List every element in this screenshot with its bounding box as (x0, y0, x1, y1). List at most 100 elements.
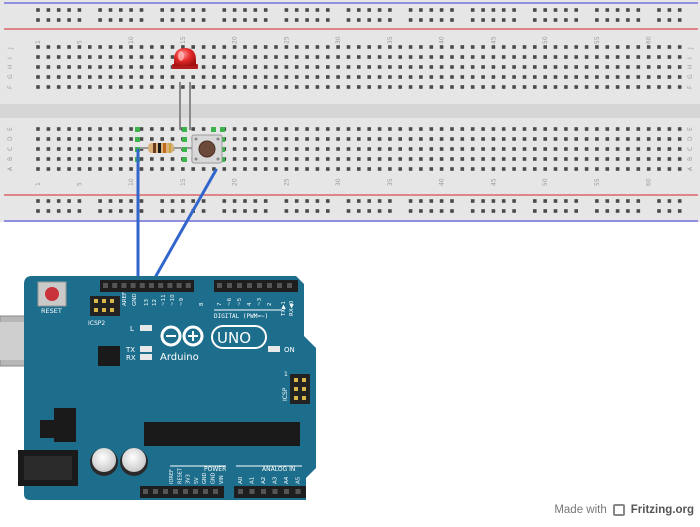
breadboard-hole (274, 75, 278, 79)
breadboard-hole (481, 85, 485, 89)
usb-chip (98, 346, 120, 366)
breadboard-hole (564, 157, 568, 161)
breadboard-hole (263, 147, 268, 151)
breadboard-hole (129, 157, 133, 161)
breadboard-hole (553, 157, 558, 161)
breadboard-hole (243, 147, 247, 151)
breadboard-hole (605, 8, 610, 12)
breadboard-hole (88, 147, 92, 151)
breadboard-hole (326, 55, 330, 59)
breadboard-hole (450, 147, 454, 151)
breadboard-hole (450, 199, 454, 203)
breadboard-hole (222, 45, 227, 49)
breadboard-hole (481, 157, 485, 161)
digital-pin-label: ~5 (237, 297, 243, 306)
breadboard-hole (512, 8, 516, 12)
breadboard-hole (98, 157, 102, 161)
breadboard-hole (160, 18, 164, 22)
row-letter: B (7, 157, 14, 161)
breadboard-hole (170, 75, 175, 79)
breadboard-hole (201, 65, 206, 69)
breadboard-hole (626, 127, 630, 131)
breadboard-hole (88, 167, 92, 171)
breadboard-hole (253, 209, 258, 213)
breadboard-hole (129, 75, 133, 79)
breadboard-hole (460, 147, 465, 151)
breadboard-hole (667, 85, 672, 89)
breadboard-hole (88, 45, 92, 49)
breadboard-hole (77, 65, 82, 69)
breadboard-hole (481, 167, 485, 171)
breadboard-hole (294, 55, 299, 59)
breadboard-hole (512, 157, 516, 161)
breadboard-hole (595, 65, 599, 69)
breadboard-hole (626, 137, 630, 141)
breadboard-hole (636, 75, 641, 79)
breadboard-hole (646, 157, 651, 161)
breadboard-hole (305, 45, 309, 49)
header-pin (185, 283, 191, 288)
analog-header (234, 486, 306, 498)
power-pin-label: RESET (177, 467, 183, 484)
breadboard-hole (139, 167, 144, 171)
breadboard-hole (543, 75, 547, 79)
breadboard-hole (232, 209, 237, 213)
breadboard-hole (367, 137, 371, 141)
breadboard-hole (305, 147, 309, 151)
breadboard-hole (470, 18, 475, 22)
breadboard-hole (398, 75, 402, 79)
breadboard-hole (108, 45, 113, 49)
breadboard-hole (512, 167, 516, 171)
breadboard-hole (439, 65, 444, 69)
breadboard-hole (470, 8, 475, 12)
breadboard-hole (460, 137, 465, 141)
breadboard-hole (439, 209, 444, 213)
reset-button (37, 281, 67, 307)
breadboard-hole (470, 45, 475, 49)
breadboard-hole (305, 209, 309, 213)
breadboard-hole (677, 209, 682, 213)
breadboard-hole (253, 65, 258, 69)
breadboard-hole (160, 55, 164, 59)
arduino-logo-text: Arduino (160, 352, 199, 363)
breadboard-hole (315, 45, 320, 49)
breadboard-hole (543, 157, 547, 161)
breadboard-hole (326, 167, 330, 171)
breadboard-hole (605, 75, 610, 79)
breadboard-hole (46, 209, 51, 213)
breadboard-hole (419, 65, 423, 69)
breadboard-hole (491, 147, 496, 151)
breadboard-hole (108, 209, 113, 213)
breadboard-hole (201, 18, 206, 22)
digital-pin-label: 7 (217, 302, 223, 306)
breadboard-hole (139, 157, 144, 161)
header-pin (203, 489, 208, 494)
breadboard-hole (315, 137, 320, 141)
regulator (40, 420, 54, 438)
header-pin (284, 489, 289, 494)
breadboard-hole (481, 18, 485, 22)
breadboard-hole (150, 65, 154, 69)
breadboard-hole (388, 65, 392, 69)
breadboard-hole (501, 127, 506, 131)
breadboard-hole (636, 18, 641, 22)
row-letter: G (7, 74, 14, 79)
breadboard-hole (36, 85, 40, 89)
breadboard-hole (56, 8, 61, 12)
breadboard-hole (305, 8, 309, 12)
breadboard-hole (201, 75, 206, 79)
breadboard-hole (294, 157, 299, 161)
breadboard-hole (67, 55, 71, 59)
tx-led (140, 346, 152, 352)
breadboard-hole (243, 75, 247, 79)
breadboard-hole (139, 199, 144, 203)
breadboard-hole (636, 65, 641, 69)
breadboard-hole (201, 209, 206, 213)
breadboard-hole (77, 209, 82, 213)
breadboard-hole (336, 65, 340, 69)
column-number: 25 (283, 178, 290, 186)
breadboard-hole (419, 209, 423, 213)
rx-label: RX (126, 354, 136, 362)
row-letter: D (7, 136, 14, 141)
reset-label: RESET (41, 307, 62, 315)
